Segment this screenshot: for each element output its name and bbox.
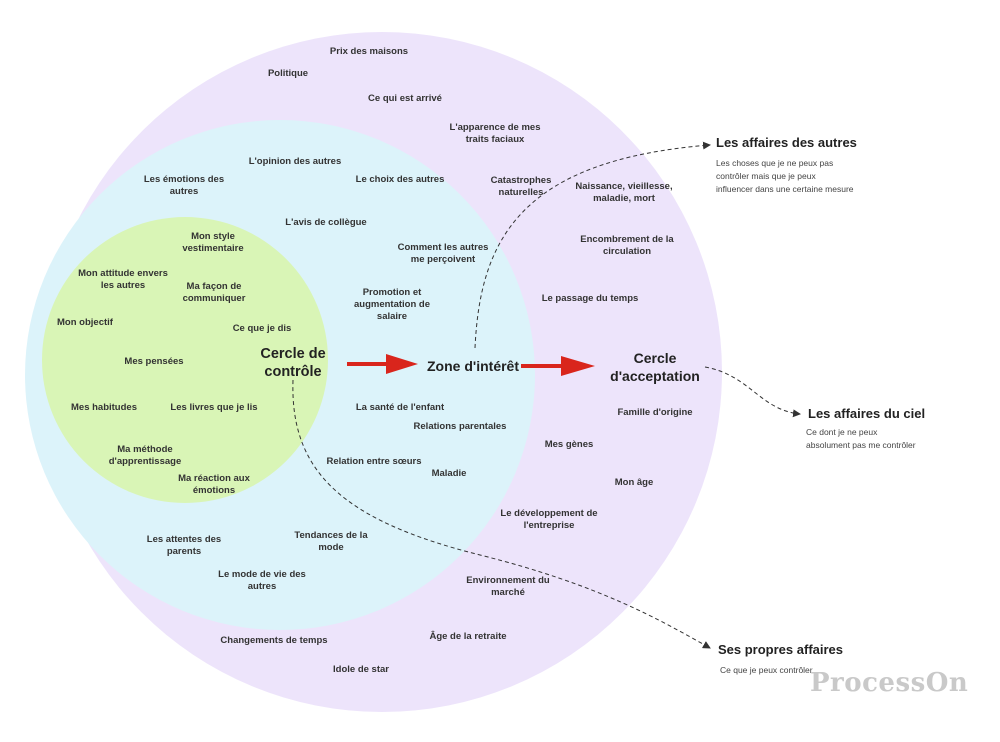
control-item: Ma réaction aux émotions	[178, 473, 250, 496]
control-item: Mon style vestimentaire	[182, 231, 244, 254]
arrow-interest-to-acceptance	[521, 356, 595, 376]
control-item: Mon objectif	[57, 317, 113, 328]
acceptance-item: Le développement de l'entreprise	[500, 508, 598, 531]
acceptance-item: Famille d'origine	[617, 407, 693, 418]
control-item: Les livres que je lis	[170, 402, 258, 413]
connector-to-others	[474, 141, 711, 349]
others-affairs-title: Les affaires des autres	[716, 135, 857, 150]
acceptance-item: Environnement du marché	[466, 575, 550, 598]
interest-zone-title: Zone d'intérêt	[427, 358, 519, 374]
interest-item: Relation entre sœurs	[326, 456, 422, 467]
acceptance-item: Mon âge	[614, 477, 654, 488]
interest-item: La santé de l'enfant	[355, 402, 445, 413]
acceptance-item: Mes gènes	[544, 439, 594, 450]
acceptance-item: Encombrement de la circulation	[580, 234, 674, 257]
acceptance-item: Âge de la retraite	[429, 631, 507, 642]
interest-item: Relations parentales	[413, 421, 507, 432]
acceptance-item: Naissance, vieillesse, maladie, mort	[575, 181, 673, 204]
interest-item: L'opinion des autres	[248, 156, 342, 167]
heaven-affairs-description: Ce dont je ne peux absolument pas me con…	[806, 427, 916, 450]
interest-item: Le choix des autres	[355, 174, 445, 185]
connector-to-own	[292, 379, 711, 649]
arrow-control-to-interest	[347, 354, 418, 374]
heaven-affairs-title: Les affaires du ciel	[808, 406, 926, 421]
control-item: Ma façon de communiquer	[182, 281, 246, 304]
own-affairs-description: Ce que je peux contrôler	[720, 665, 813, 675]
control-item: Mes habitudes	[71, 402, 137, 413]
interest-item: Maladie	[431, 468, 467, 479]
control-item: Mon attitude envers les autres	[78, 268, 168, 291]
interest-item: Les attentes des parents	[146, 534, 222, 557]
acceptance-item: Changements de temps	[220, 635, 328, 646]
acceptance-item: Le passage du temps	[541, 293, 639, 304]
control-item: Mes pensées	[124, 356, 184, 367]
acceptance-item: Politique	[267, 68, 309, 79]
connector-to-heaven	[704, 366, 801, 418]
acceptance-item: Prix des maisons	[329, 46, 409, 57]
interest-item: Comment les autres me perçoivent	[397, 242, 489, 265]
control-circle	[42, 217, 328, 503]
processon-watermark: ProcessOn	[810, 668, 969, 698]
interest-item: L'avis de collègue	[285, 217, 367, 228]
acceptance-item: Ce qui est arrivé	[368, 93, 442, 104]
acceptance-item: Catastrophes naturelles	[490, 175, 552, 198]
control-item: Ce que je dis	[232, 323, 292, 334]
own-affairs-title: Ses propres affaires	[718, 642, 844, 657]
interest-item: Tendances de la mode	[294, 530, 368, 553]
others-affairs-description: Les choses que je ne peux pas contrôler …	[716, 158, 854, 194]
control-item: Ma méthode d'apprentissage	[108, 444, 182, 467]
interest-item: Les émotions des autres	[143, 174, 225, 197]
control-circle-title: Cercle de contrôle	[260, 346, 326, 380]
acceptance-item: Idole de star	[333, 664, 389, 675]
acceptance-circle-title: Cercle d'acceptation	[610, 350, 700, 384]
interest-item: Le mode de vie des autres	[218, 569, 306, 592]
interest-item: Promotion et augmentation de salaire	[353, 287, 431, 322]
acceptance-item: L'apparence de mes traits faciaux	[449, 122, 541, 145]
